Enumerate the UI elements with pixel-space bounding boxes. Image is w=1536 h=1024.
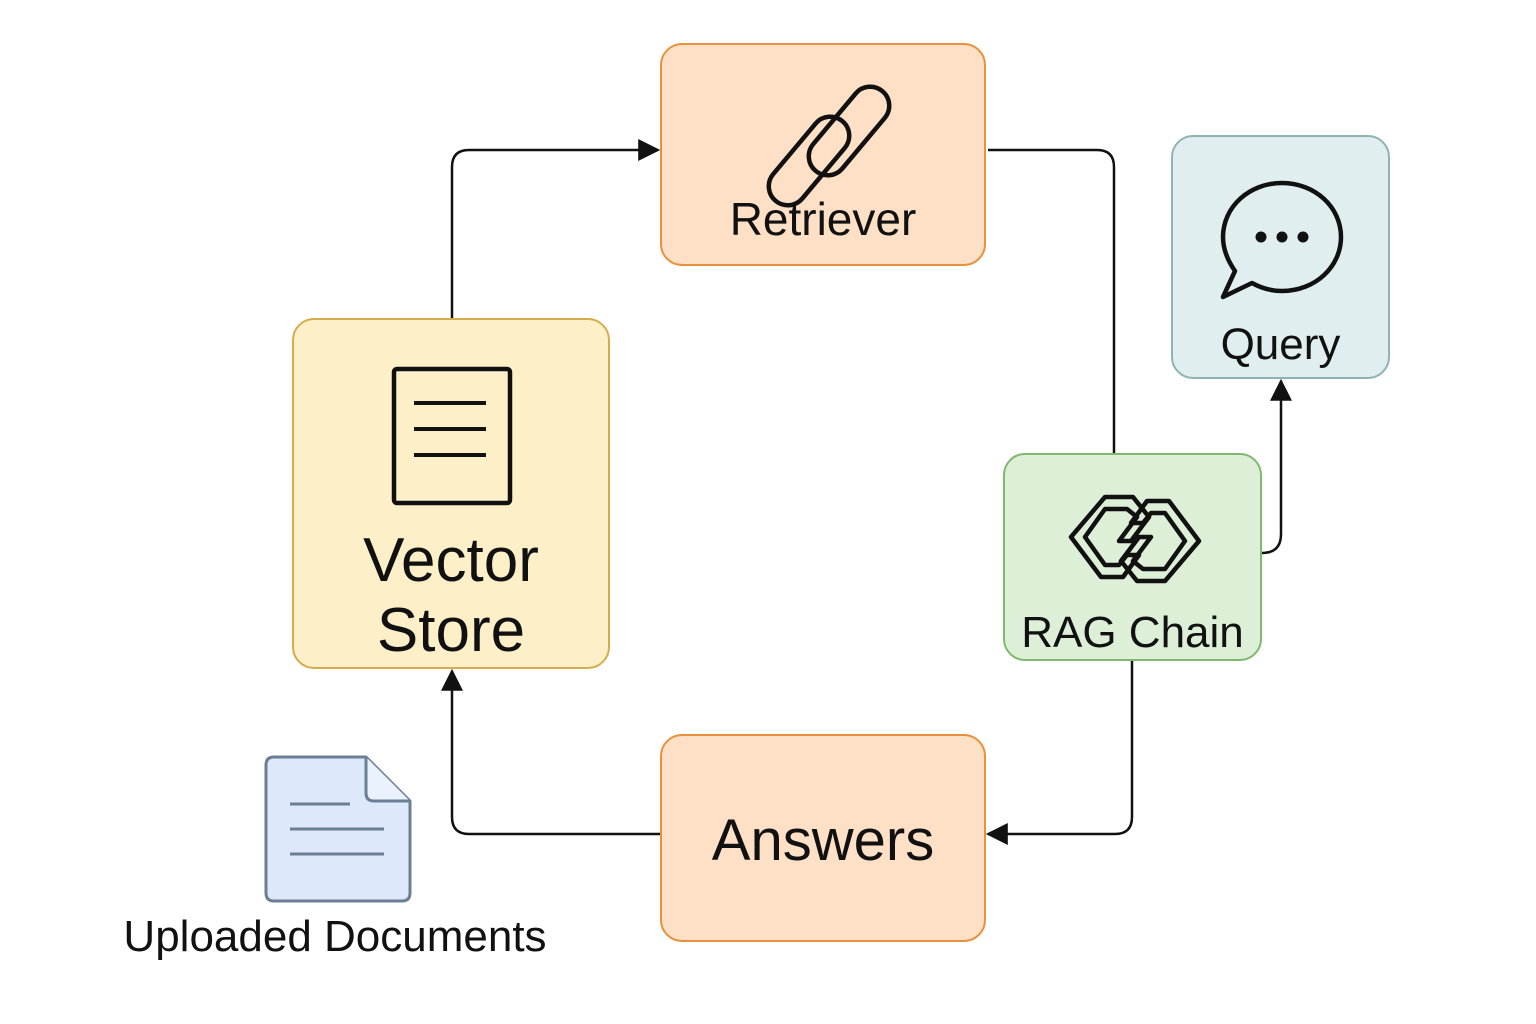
edge-rag-chain-to-answers	[985, 661, 1134, 845]
speech-bubble-icon	[1220, 180, 1344, 300]
rag-chain-label: RAG Chain	[1021, 608, 1244, 657]
edge-vector-store-to-retriever	[450, 139, 661, 318]
edge-rag-chain-to-query	[1261, 378, 1292, 555]
uploaded-documents-label: Uploaded Documents	[123, 912, 547, 961]
query-label: Query	[1220, 320, 1341, 369]
answers-label: Answers	[711, 808, 935, 873]
file-icon	[264, 755, 412, 903]
answers-node[interactable]: Answers	[660, 734, 986, 942]
edge-answers-to-vector-store	[441, 668, 660, 836]
query-node[interactable]: Query	[1171, 135, 1390, 379]
document-icon	[391, 366, 513, 506]
chain-link-icon	[1068, 494, 1202, 584]
vector-store-node[interactable]: Vector Store	[292, 318, 610, 669]
vector-store-label: Vector Store	[363, 526, 539, 665]
retriever-node[interactable]: Retriever	[660, 43, 986, 266]
link-chain-icon	[766, 84, 892, 208]
edge-retriever-to-rag-chain	[988, 148, 1116, 453]
rag-chain-node[interactable]: RAG Chain	[1003, 453, 1262, 661]
retriever-label: Retriever	[729, 193, 917, 245]
